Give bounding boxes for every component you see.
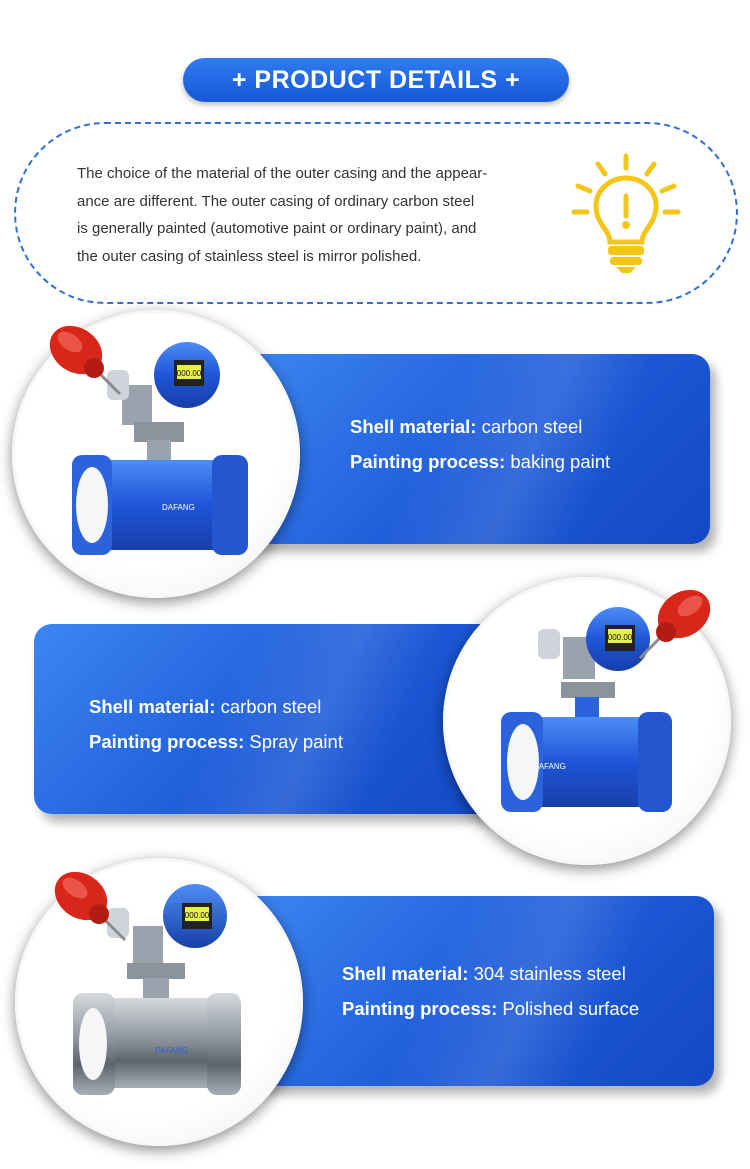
shell-material-label: Shell material: (350, 416, 477, 437)
product-spec-3: Shell material: 304 stainless steel Pain… (342, 956, 639, 1026)
brand-label: DAFANG (533, 762, 566, 771)
note-line: the outer casing of stainless steel is m… (77, 247, 422, 265)
shell-material-label: Shell material: (89, 696, 216, 717)
shell-material-value: carbon steel (476, 416, 583, 437)
flowmeter-blue-icon: 000.00 DAFANG (72, 342, 248, 555)
pushpin-icon (49, 325, 122, 396)
product-panel-2 (34, 624, 500, 814)
meter-display: 000.00 (177, 369, 202, 378)
painting-process-row: Painting process: Polished surface (342, 991, 639, 1026)
section-title: + PRODUCT DETAILS + (183, 58, 569, 102)
flowmeter-blue-icon: 000.00 DAFANG (501, 607, 672, 812)
brand-label: DAFANG (162, 503, 195, 512)
shell-material-label: Shell material: (342, 963, 469, 984)
painting-process-label: Painting process: (342, 998, 498, 1019)
note-line: is generally painted (automotive paint o… (77, 220, 477, 237)
shell-material-row: Shell material: carbon steel (89, 689, 343, 724)
meter-display: 000.00 (185, 911, 210, 920)
painting-process-value: Polished surface (497, 998, 640, 1019)
shell-material-row: Shell material: carbon steel (350, 409, 610, 444)
pushpin-icon (638, 589, 711, 660)
brand-label: DAFANG (155, 1046, 188, 1055)
shell-material-row: Shell material: 304 stainless steel (342, 956, 639, 991)
product-spec-1: Shell material: carbon steel Painting pr… (350, 409, 610, 479)
product-panel-1 (240, 354, 710, 544)
info-note-text: The choice of the material of the outer … (77, 160, 557, 270)
product-image-1: 000.00 DAFANG (12, 310, 300, 598)
pushpin-icon (54, 871, 127, 942)
meter-display: 000.00 (608, 633, 633, 642)
painting-process-label: Painting process: (89, 731, 245, 752)
note-line: The choice of the material of the outer … (77, 165, 488, 182)
lightbulb-icon (571, 153, 681, 273)
shell-material-value: carbon steel (215, 696, 322, 717)
note-line: ance are different. The outer casing of … (77, 192, 475, 210)
painting-process-label: Painting process: (350, 451, 506, 472)
info-note-frame (14, 122, 738, 304)
product-spec-2: Shell material: carbon steel Painting pr… (89, 689, 343, 759)
painting-process-value: Spray paint (244, 731, 343, 752)
flowmeter-steel-icon: 000.00 DAFANG (73, 884, 241, 1095)
painting-process-row: Painting process: Spray paint (89, 724, 343, 759)
painting-process-value: baking paint (505, 451, 611, 472)
product-panel-3 (240, 896, 714, 1086)
painting-process-row: Painting process: baking paint (350, 444, 610, 479)
shell-material-value: 304 stainless steel (468, 963, 626, 984)
